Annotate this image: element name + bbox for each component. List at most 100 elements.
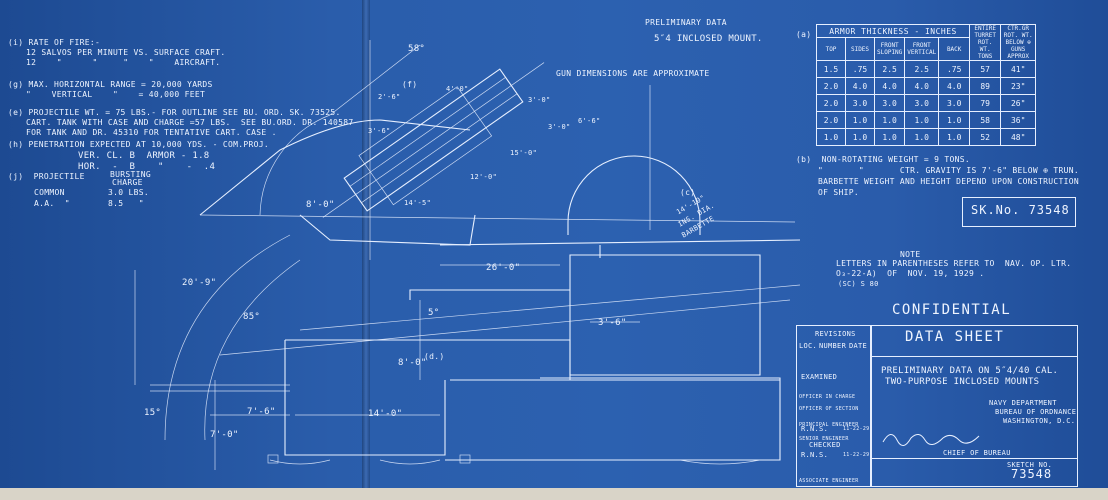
dim-26-0: 26'-0" xyxy=(486,263,521,273)
note-j-common: COMMON xyxy=(34,188,65,197)
dim-20-9: 20'-9" xyxy=(182,278,217,288)
table-cell: 48" xyxy=(1000,128,1037,146)
table-cell: 1.5 xyxy=(816,60,846,78)
gun-dimensions-note: GUN DIMENSIONS ARE APPROXIMATE xyxy=(556,69,710,78)
note-e-line2: CART. TANK WITH CASE AND CHARGE =57 LBS.… xyxy=(26,118,354,127)
label-f: (f) xyxy=(402,80,418,89)
title-divider xyxy=(871,356,1077,357)
table-cell: 3.0 xyxy=(904,94,940,112)
table-cell: 57 xyxy=(969,60,1002,78)
date-2: 11-22-29 xyxy=(843,452,870,458)
preliminary-data-label: PRELIMINARY DATA xyxy=(645,18,727,27)
table-cell: 2.5 xyxy=(873,60,906,78)
table-cell: 1.0 xyxy=(845,111,875,129)
officer-charge-label: OFFICER IN CHARGE xyxy=(799,394,856,400)
label-d: (d.) xyxy=(424,352,445,361)
note-e-line1: (e) PROJECTILE WT. = 75 LBS.- FOR OUTLIN… xyxy=(8,108,341,117)
table-cell: 58 xyxy=(969,111,1002,129)
table-row: 2.0 1.0 1.0 1.0 1.0 58 36" xyxy=(816,111,1037,129)
table-cell: 4.0 xyxy=(938,77,971,95)
title-line1: PRELIMINARY DATA ON 5″4/40 CAL. xyxy=(881,366,1059,376)
dim-6-6: 6'-6" xyxy=(578,117,601,125)
sketch-number-box: SK.No. 73548 xyxy=(962,197,1076,227)
dim-4-0: 4'-0" xyxy=(446,85,469,93)
table-cell: 79 xyxy=(969,94,1002,112)
table-cell: 36" xyxy=(1000,111,1037,129)
table-cell: 4.0 xyxy=(873,77,906,95)
title-divider-2 xyxy=(871,458,1077,459)
note-b-line3: BARBETTE WEIGHT AND HEIGHT DEPEND UPON C… xyxy=(818,177,1079,186)
table-cell: 89 xyxy=(969,77,1002,95)
dim-15-0: 15'-0" xyxy=(510,149,538,157)
table-cell: 1.0 xyxy=(816,128,846,146)
note-b-line2: " " CTR. GRAVITY IS 7'-6" BELOW ⊕ TRUN. xyxy=(818,166,1079,175)
table-cell: 1.0 xyxy=(938,111,971,129)
armor-col-sides: SIDES xyxy=(845,37,875,61)
note-h-line3: HOR. - B " - .4 xyxy=(78,162,216,172)
dim-3-0-a: 3'-0" xyxy=(528,96,551,104)
table-row: 2.0 4.0 4.0 4.0 4.0 89 23" xyxy=(816,77,1037,95)
table-cell: 1.0 xyxy=(845,128,875,146)
note-h-line2: VER. CL. B ARMOR - 1.8 xyxy=(78,151,210,161)
checked-label: CHECKED xyxy=(809,441,841,449)
dim-7-6: 7'-6" xyxy=(247,407,276,417)
table-cell: 4.0 xyxy=(845,77,875,95)
table-cell: 1.0 xyxy=(873,128,906,146)
dept-line2: BUREAU OF ORDNANCE xyxy=(995,408,1077,416)
examined-label: EXAMINED xyxy=(801,373,838,381)
table-row: 1.5 .75 2.5 2.5 .75 57 41" xyxy=(816,60,1037,78)
dim-3-0-b: 3'-0" xyxy=(548,123,571,131)
revisions-title: REVISIONS xyxy=(815,330,856,338)
chief-of-bureau-label: CHIEF OF BUREAU xyxy=(943,449,1011,457)
page-fold xyxy=(362,0,370,500)
armor-col-front-sloping: FRONT SLOPING xyxy=(873,37,906,61)
table-cell: 2.5 xyxy=(904,60,940,78)
note-j-label: (j) PROJECTILE xyxy=(8,172,85,181)
note-line3: (SC) S 80 xyxy=(838,280,879,288)
sketch-no-label: SKETCH NO. xyxy=(1007,461,1053,469)
table-cell: 52 xyxy=(969,128,1002,146)
dim-8-0-upper: 8'-0" xyxy=(306,200,335,210)
revisions-col-date: DATE xyxy=(849,342,868,350)
table-row: 1.0 1.0 1.0 1.0 1.0 52 48" xyxy=(816,128,1037,146)
confidential-stamp: CONFIDENTIAL xyxy=(892,302,1012,318)
note-b-line4: OF SHIP. xyxy=(818,188,859,197)
note-j-bursting: BURSTING xyxy=(110,170,151,179)
dim-7-0: 7'-0" xyxy=(210,430,239,440)
paper-edge xyxy=(0,488,1108,500)
armor-table: ARMOR THICKNESS - INCHES ENTIRE TURRET R… xyxy=(815,24,1037,146)
senior-engineer-label: SENIOR ENGINEER xyxy=(799,436,849,442)
initials-1: R.N.S. xyxy=(801,425,829,433)
armor-col-entire: ENTIRE TURRET ROT. WT. TONS xyxy=(969,24,1002,61)
associate-engineer-label: ASSOCIATE ENGINEER xyxy=(799,478,859,484)
dept-line3: WASHINGTON, D.C. xyxy=(1003,417,1076,425)
note-heading: NOTE xyxy=(900,250,921,259)
dim-14-0: 14'-0" xyxy=(368,409,403,419)
note-e-line3: FOR TANK AND DR. 45310 FOR TENTATIVE CAR… xyxy=(26,128,277,137)
note-line1: LETTERS IN PARENTHESES REFER TO NAV. OP.… xyxy=(836,259,1072,268)
title-block: DATA SHEET PRELIMINARY DATA ON 5″4/40 CA… xyxy=(870,325,1078,487)
table-cell: 2.0 xyxy=(816,77,846,95)
revisions-col-number: NUMBER xyxy=(819,342,847,350)
note-g-label: (g) MAX. HORIZONTAL RANGE = 20,000 YARDS xyxy=(8,80,213,89)
note-g-line2: " VERTICAL " = 40,000 FEET xyxy=(26,90,206,99)
title-line2: TWO-PURPOSE INCLOSED MOUNTS xyxy=(885,377,1040,387)
table-cell: 1.0 xyxy=(904,111,940,129)
armor-col-front-vertical: FRONT VERTICAL xyxy=(904,37,940,61)
dept-line1: NAVY DEPARTMENT xyxy=(989,399,1057,407)
sketch-number-text: SK.No. 73548 xyxy=(971,203,1070,217)
table-cell: 1.0 xyxy=(873,111,906,129)
label-c: (c) xyxy=(680,188,696,197)
table-cell: 3.0 xyxy=(845,94,875,112)
note-b-line1: (b) NON-ROTATING WEIGHT = 9 TONS. xyxy=(796,155,970,164)
dim-2-6: 2'-6" xyxy=(378,93,401,101)
note-i-line2: 12 " " " " AIRCRAFT. xyxy=(26,58,221,67)
signature-image xyxy=(882,434,980,446)
table-cell: 2.0 xyxy=(816,94,846,112)
table-cell: 3.0 xyxy=(873,94,906,112)
date-1: 11-22-29 xyxy=(843,426,870,432)
revisions-block: REVISIONS LOC. NUMBER DATE EXAMINED OFFI… xyxy=(796,325,872,487)
table-cell: 23" xyxy=(1000,77,1037,95)
